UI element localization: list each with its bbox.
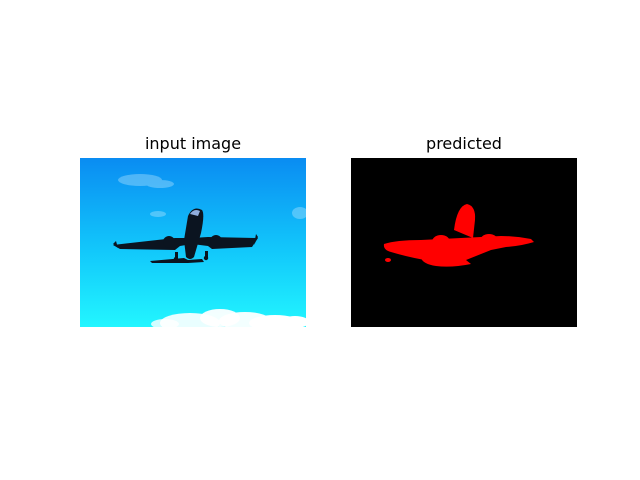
- cloud-bottom: [151, 309, 306, 327]
- mask-airplane: [383, 204, 534, 267]
- cloud-wisp: [118, 174, 306, 219]
- input-image-title: input image: [144, 134, 242, 153]
- predicted-title: predicted: [426, 134, 502, 153]
- input-image: [80, 158, 306, 327]
- cockpit-highlight: [190, 210, 200, 216]
- predicted-mask: [351, 158, 577, 327]
- airplane-silhouette: [113, 208, 258, 263]
